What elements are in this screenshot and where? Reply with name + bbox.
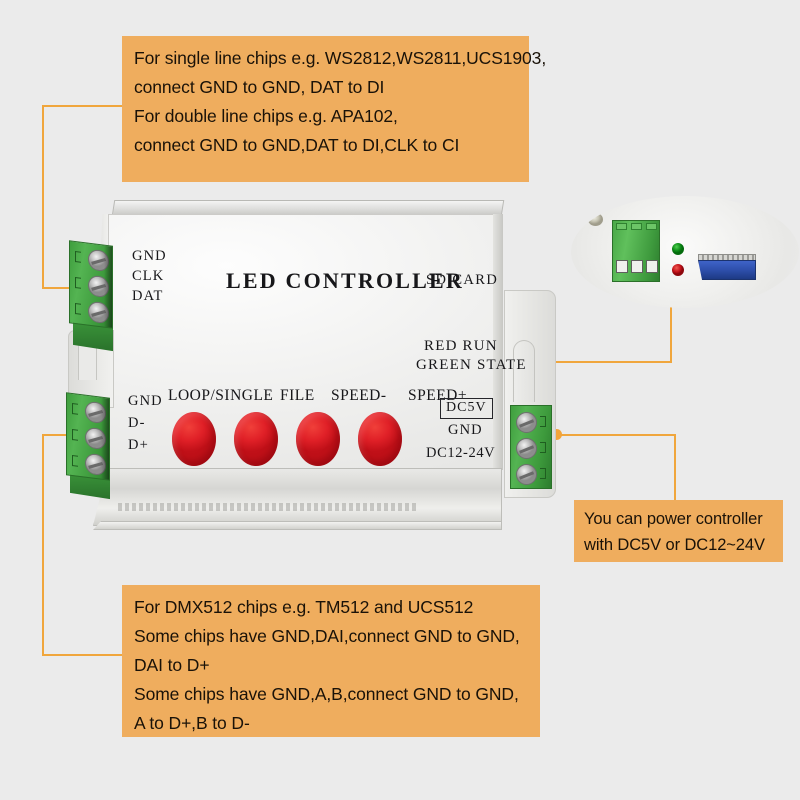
red-run-label: RED RUN xyxy=(424,338,498,354)
terminal-wire-slot xyxy=(72,455,78,467)
callout-top-line-4: connect GND to GND,DAT to DI,CLK to CI xyxy=(134,135,460,155)
leader-line-top-horizontal-lower xyxy=(42,287,80,289)
inset-green-led-icon xyxy=(672,243,684,255)
leader-line-bottom-horizontal-upper xyxy=(42,434,80,436)
device-front-lip xyxy=(93,521,502,530)
callout-top-line-1: For single line chips e.g. WS2812,WS2811… xyxy=(134,48,547,68)
dmx-terminal-pin-gnd: GND xyxy=(128,393,163,409)
callout-bottom-line-1: For DMX512 chips e.g. TM512 and UCS512 xyxy=(134,597,474,617)
inset-photo-connector-detail xyxy=(571,196,799,308)
sd-card-slot-label: SD CARD xyxy=(426,272,499,288)
inset-terminal-hole xyxy=(646,260,658,273)
terminal-wire-slot xyxy=(540,442,546,453)
green-state-label: GREEN STATE xyxy=(416,357,527,373)
device-title: LED CONTROLLER xyxy=(226,268,465,293)
power-label-gnd: GND xyxy=(448,422,483,438)
led-controller-device: LED CONTROLLER SD CARD RED RUN GREEN STA… xyxy=(88,200,526,552)
leader-line-bottom-vertical xyxy=(42,434,44,656)
terminal-wire-slot xyxy=(540,468,546,479)
callout-bottom-line-3: DAI to D+ xyxy=(134,655,210,675)
callout-right-line-1: You can power controller xyxy=(584,510,763,528)
dmx-terminal-pin-d-plus: D+ xyxy=(128,437,149,453)
inset-green-terminal-block xyxy=(612,220,660,282)
power-label-dc5v: DC5V xyxy=(440,398,493,419)
inset-terminal-cap xyxy=(646,223,657,230)
terminal-wire-slot xyxy=(75,251,81,263)
inset-red-led-icon xyxy=(672,264,684,276)
leader-line-bottom-horizontal-lower xyxy=(42,654,124,656)
power-terminal-block[interactable] xyxy=(510,405,552,489)
leader-line-top-horizontal-upper xyxy=(42,105,124,107)
button-speed-plus[interactable] xyxy=(358,412,402,466)
callout-dmx512-chips: For DMX512 chips e.g. TM512 and UCS512 S… xyxy=(122,585,540,737)
device-front-printed-text xyxy=(118,503,418,511)
leader-line-inset-vertical xyxy=(670,300,672,362)
terminal-wire-slot xyxy=(72,403,78,415)
button-label-speed-minus: SPEED- xyxy=(331,387,387,404)
data-terminal-pin-clk: CLK xyxy=(132,268,165,284)
terminal-shadow xyxy=(101,397,109,480)
leader-line-inset-horizontal xyxy=(522,361,672,363)
terminal-screw[interactable] xyxy=(516,438,537,459)
inset-terminal-hole xyxy=(616,260,628,273)
data-terminal-block[interactable] xyxy=(69,240,113,329)
terminal-screw[interactable] xyxy=(516,464,537,485)
data-terminal-pin-dat: DAT xyxy=(132,288,164,304)
inset-screw xyxy=(588,213,603,226)
callout-single-double-line-chips: For single line chips e.g. WS2812,WS2811… xyxy=(122,36,547,182)
dmx-terminal-pin-d-minus: D- xyxy=(128,415,146,431)
dmx-terminal-block[interactable] xyxy=(66,392,110,481)
terminal-wire-slot xyxy=(75,303,81,315)
leader-line-top-vertical xyxy=(42,105,44,288)
callout-top-line-3: For double line chips e.g. APA102, xyxy=(134,106,398,126)
button-speed-minus[interactable] xyxy=(296,412,340,466)
callout-top-line-2: connect GND to GND, DAT to DI xyxy=(134,77,385,97)
leader-line-power-vertical xyxy=(674,434,676,502)
button-file[interactable] xyxy=(234,412,278,466)
inset-terminal-cap xyxy=(616,223,627,230)
button-label-speed-plus: SPEED+ xyxy=(408,387,468,404)
inset-sd-card xyxy=(698,260,756,280)
power-label-dc12-24v: DC12-24V xyxy=(426,445,496,461)
terminal-wire-slot xyxy=(72,429,78,441)
device-right-edge xyxy=(493,214,503,470)
button-loop-single[interactable] xyxy=(172,412,216,466)
callout-bottom-line-5: A to D+,B to D- xyxy=(134,713,250,733)
callout-bottom-line-2: Some chips have GND,DAI,connect GND to G… xyxy=(134,626,520,646)
button-label-file: FILE xyxy=(280,387,315,404)
callout-power-supply: You can power controller with DC5V or DC… xyxy=(574,500,783,562)
inset-sd-card-contacts xyxy=(698,254,756,261)
leader-line-power-horizontal xyxy=(556,434,676,436)
inset-terminal-cap xyxy=(631,223,642,230)
inset-terminal-hole xyxy=(631,260,643,273)
data-terminal-pin-gnd: GND xyxy=(132,248,167,264)
terminal-screw[interactable] xyxy=(516,412,537,433)
terminal-wire-slot xyxy=(540,416,546,427)
button-label-loop-single: LOOP/SINGLE xyxy=(168,387,274,404)
callout-bottom-line-4: Some chips have GND,A,B,connect GND to G… xyxy=(134,684,519,704)
terminal-wire-slot xyxy=(75,277,81,289)
terminal-shadow xyxy=(104,245,112,328)
callout-right-line-2: with DC5V or DC12~24V xyxy=(584,536,765,554)
right-bracket-notch xyxy=(513,340,535,402)
device-front-face xyxy=(93,468,502,526)
leader-dot-power-terminal xyxy=(551,429,562,440)
